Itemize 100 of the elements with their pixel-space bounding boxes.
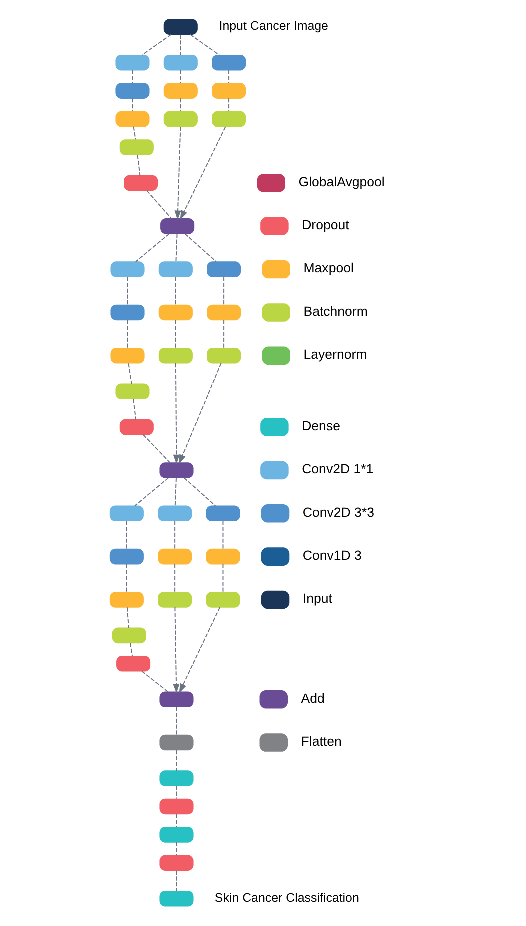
connector bbox=[222, 520, 224, 550]
node-label: Input Cancer Image bbox=[218, 19, 328, 34]
node-box bbox=[159, 734, 194, 751]
node-box bbox=[163, 19, 198, 35]
connector bbox=[174, 276, 176, 306]
node-box bbox=[110, 304, 144, 321]
connector bbox=[126, 607, 129, 629]
node-box bbox=[206, 592, 240, 608]
connector bbox=[222, 564, 224, 593]
node-box bbox=[158, 548, 192, 565]
connector bbox=[189, 34, 220, 56]
node-label: Skin Cancer Classification bbox=[214, 890, 359, 905]
legend-label: Conv2D 1*1 bbox=[302, 462, 374, 477]
node-box bbox=[159, 827, 194, 843]
node-box bbox=[159, 462, 194, 478]
connector bbox=[134, 233, 170, 262]
connector bbox=[176, 814, 177, 828]
node-box bbox=[206, 548, 240, 565]
connector bbox=[180, 98, 181, 112]
node-box bbox=[206, 304, 241, 321]
node-box bbox=[160, 218, 194, 234]
connector bbox=[176, 842, 177, 856]
node-box bbox=[158, 506, 192, 522]
node-box bbox=[212, 83, 246, 99]
connector bbox=[175, 234, 178, 262]
connector bbox=[128, 363, 132, 385]
node-box bbox=[112, 628, 146, 644]
connector bbox=[146, 190, 172, 220]
connector bbox=[174, 564, 176, 593]
node-box bbox=[109, 548, 144, 565]
connector bbox=[176, 786, 177, 800]
arrow bbox=[172, 607, 180, 694]
node-box bbox=[124, 175, 158, 192]
arrow bbox=[178, 607, 220, 694]
legend-label: Maxpool bbox=[303, 260, 354, 276]
arrow bbox=[172, 362, 180, 464]
node-box bbox=[163, 83, 198, 99]
connector bbox=[223, 320, 224, 349]
connector bbox=[183, 477, 216, 507]
node-box bbox=[158, 304, 192, 321]
connector bbox=[141, 670, 168, 693]
connector bbox=[184, 233, 216, 262]
legend-label: Layernorm bbox=[303, 347, 367, 362]
node-box bbox=[109, 592, 144, 608]
arrow bbox=[178, 362, 222, 464]
arrow bbox=[180, 126, 226, 220]
legend-label: Conv1D 3 bbox=[302, 548, 362, 563]
node-box bbox=[119, 140, 154, 156]
connector bbox=[174, 320, 176, 349]
connector bbox=[132, 98, 133, 112]
node-box bbox=[159, 855, 194, 872]
node-box bbox=[206, 262, 241, 278]
connector bbox=[176, 870, 177, 892]
connector bbox=[228, 98, 230, 112]
connector bbox=[132, 126, 136, 140]
legend-label: Dropout bbox=[302, 218, 349, 233]
connector bbox=[126, 276, 128, 306]
node-box bbox=[109, 506, 144, 522]
connector bbox=[180, 34, 181, 56]
node-box bbox=[158, 262, 192, 278]
connector bbox=[180, 70, 181, 84]
node-box bbox=[116, 656, 150, 672]
node-box bbox=[159, 692, 194, 708]
node-box bbox=[110, 348, 144, 364]
node-box bbox=[110, 262, 144, 278]
node-box bbox=[159, 891, 194, 907]
node-box bbox=[159, 798, 194, 815]
legend-label: Batchnorm bbox=[303, 304, 368, 319]
node-box bbox=[206, 348, 241, 364]
node-box bbox=[115, 111, 150, 128]
connector bbox=[176, 706, 177, 736]
node-box bbox=[212, 54, 246, 71]
legend-label: GlobalAvgpool bbox=[298, 174, 384, 190]
legend-label: Conv2D 3*3 bbox=[302, 504, 374, 520]
connector bbox=[142, 434, 170, 464]
connector bbox=[174, 520, 176, 550]
connector bbox=[176, 750, 177, 772]
node-box bbox=[206, 506, 240, 522]
connector bbox=[134, 477, 169, 507]
node-box bbox=[115, 83, 150, 99]
connector bbox=[141, 34, 172, 56]
legend-label: Input bbox=[302, 591, 332, 606]
node-box bbox=[163, 54, 198, 71]
connector bbox=[228, 70, 230, 84]
connector bbox=[126, 520, 127, 550]
connector bbox=[132, 398, 136, 420]
node-box bbox=[212, 111, 246, 128]
legend-label: Dense bbox=[302, 418, 340, 434]
node-box bbox=[163, 111, 198, 128]
connector bbox=[126, 320, 128, 349]
node-box bbox=[115, 54, 150, 71]
node-box bbox=[119, 419, 154, 436]
node-box bbox=[158, 348, 192, 364]
connector bbox=[223, 276, 224, 306]
node-box bbox=[115, 384, 150, 400]
connector bbox=[136, 154, 140, 176]
node-box bbox=[159, 770, 194, 786]
legend-label: Flatten bbox=[300, 734, 342, 749]
connector bbox=[174, 478, 176, 507]
legend-label: Add bbox=[300, 690, 324, 706]
